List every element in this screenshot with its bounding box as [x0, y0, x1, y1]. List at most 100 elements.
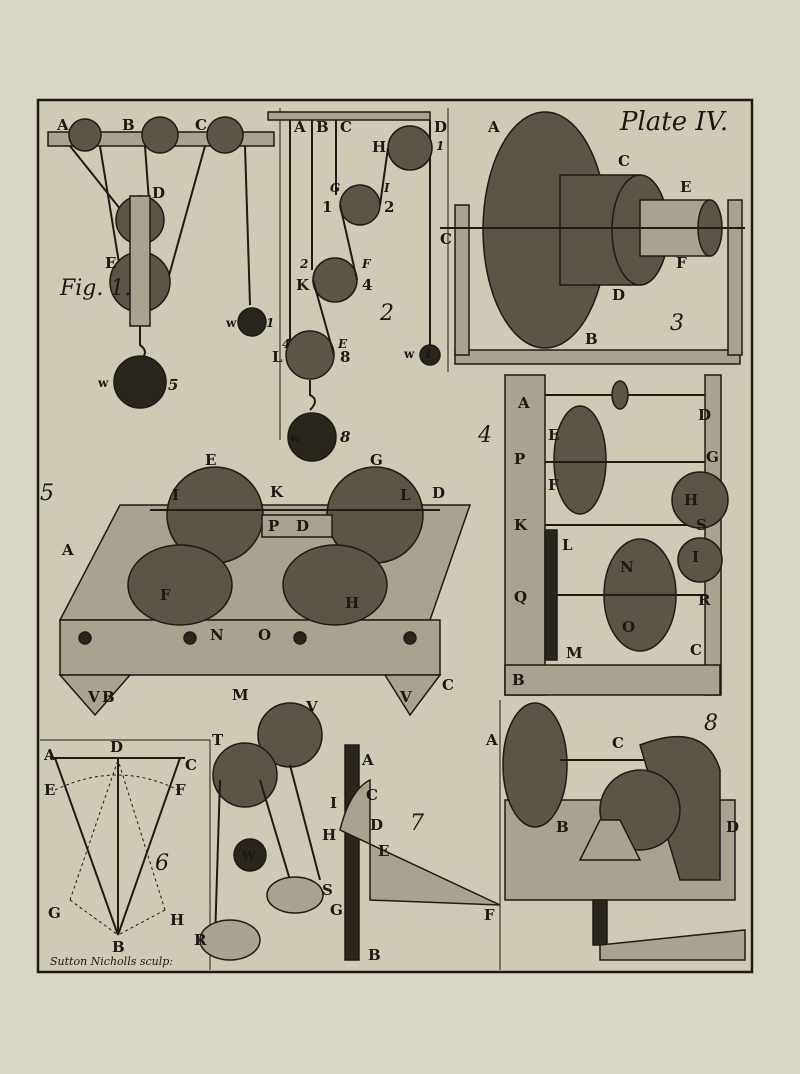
fig4-label: G: [706, 448, 719, 466]
fig1-pulley-b: [141, 116, 179, 154]
fig1-label: A: [56, 116, 69, 134]
fig8-drum-a: [502, 702, 568, 828]
fig7-pan-r: [199, 919, 261, 961]
fig7-label: T: [212, 731, 224, 749]
fig7-pan-s: [266, 876, 324, 914]
fig5-label: V: [87, 688, 100, 706]
figure-5-screw-machine: [58, 466, 472, 717]
fig1-block-frame: [129, 195, 151, 327]
fig2-label: 1: [436, 139, 444, 153]
fig7-label: I: [330, 794, 337, 812]
fig7-label: M: [232, 686, 249, 704]
fig4-label: O: [622, 618, 635, 636]
fig6-label: G: [48, 904, 61, 922]
fig3-label: F: [676, 254, 687, 272]
fig1-label: 5: [168, 376, 178, 394]
fig4-label: E: [548, 426, 559, 444]
fig1-label: 1: [266, 316, 274, 330]
fig6-label: E: [44, 781, 55, 799]
fig7-label: V: [305, 698, 318, 716]
fig5-front-beam: [59, 619, 441, 676]
fig2-label: F: [361, 257, 372, 271]
fig5-label: B: [102, 688, 115, 706]
fig2-pulley-g: [339, 184, 381, 226]
fig7-label: E: [378, 842, 389, 860]
fig5-label: V: [399, 688, 412, 706]
fig2-label: C: [340, 118, 352, 136]
fig7-label: D: [370, 816, 383, 834]
fig5-number: 5: [40, 481, 54, 506]
fig1-pulley-a: [68, 118, 102, 152]
fig4-number: 4: [477, 423, 492, 448]
fig2-label: A: [293, 118, 306, 136]
fig5-label: F: [160, 586, 171, 604]
fig3-label: C: [618, 152, 630, 170]
fig2-beam: [267, 111, 431, 121]
figure-1-labels: A B C D E w 5 w 1 Fig. 1.: [56, 116, 274, 394]
fig4-label: I: [692, 548, 699, 566]
fig4-label: N: [620, 558, 634, 576]
fig4-label: H: [684, 491, 698, 509]
fig2-label: I: [383, 181, 390, 195]
fig2-label: H: [372, 138, 386, 156]
fig1-label: w: [97, 376, 109, 390]
fig3-label: E: [680, 178, 691, 196]
fig2-label: D: [434, 118, 447, 136]
fig8-stand: [592, 899, 608, 946]
figure-7-wheels-and-inclined-plane: [199, 702, 501, 961]
fig2-weight: [287, 412, 337, 462]
figure-3-wheel-and-axle: [440, 111, 745, 365]
fig4-upper-drum: [553, 405, 607, 515]
fig2-label: B: [316, 118, 329, 136]
fig7-label: A: [361, 751, 374, 769]
fig3-right-post: [727, 199, 743, 356]
fig4-label: A: [517, 394, 530, 412]
fig7-post: [344, 744, 360, 961]
plate-title: Plate IV.: [619, 107, 728, 137]
fig4-gear-g: [671, 471, 729, 529]
fig5-label: K: [270, 483, 284, 501]
fig5-label: G: [370, 451, 383, 469]
fig6-label: A: [43, 746, 56, 764]
figure-5-labels: E G A K P D I L D F H N O B C V V 5: [40, 451, 454, 706]
fig5-label: P: [268, 517, 279, 535]
fig5-right-foot: [383, 674, 442, 717]
fig4-label: L: [562, 536, 573, 554]
fig4-top-knob: [611, 380, 629, 410]
fig3-base: [454, 349, 741, 365]
figure-8-worm-gear: [502, 702, 746, 961]
fig5-label: A: [61, 541, 74, 559]
figure-2-compound-pulleys: [267, 111, 441, 462]
fig7-label: G: [330, 901, 343, 919]
figure-6-geometric-diagram: [50, 757, 185, 936]
fig7-inclined-plane: [339, 778, 501, 906]
fig2-label: 8: [340, 428, 351, 446]
fig5-label: C: [442, 676, 454, 694]
fig2-label: w: [403, 347, 415, 361]
fig6-label: H: [170, 911, 184, 929]
fig3-number: 3: [670, 311, 684, 336]
fig8-bearing: [578, 819, 642, 861]
fig2-label: 4: [282, 337, 290, 351]
fig6-label: D: [110, 738, 123, 756]
fig2-label: 2: [299, 257, 308, 271]
fig3-label: D: [612, 286, 625, 304]
fig2-small-weight: [419, 344, 441, 366]
fig8-number: 8: [704, 711, 718, 736]
fig5-label: E: [205, 451, 216, 469]
fig2-label: w: [289, 431, 301, 445]
fig2-number: 2: [379, 301, 394, 326]
fig1-number: Fig. 1.: [59, 276, 131, 301]
fig5-left-foot: [58, 674, 132, 717]
fig2-label: 2: [384, 198, 394, 216]
fig6-label: F: [175, 781, 186, 799]
fig4-base: [504, 664, 721, 696]
fig1-label: E: [105, 254, 116, 272]
fig4-label: K: [514, 516, 528, 534]
fig4-rack: [544, 529, 558, 661]
figure-8-labels: A C B D 8: [485, 711, 739, 836]
fig1-label: D: [152, 184, 165, 202]
fig4-label: M: [566, 644, 583, 662]
fig4-label: D: [698, 406, 711, 424]
fig7-label: H: [322, 826, 336, 844]
